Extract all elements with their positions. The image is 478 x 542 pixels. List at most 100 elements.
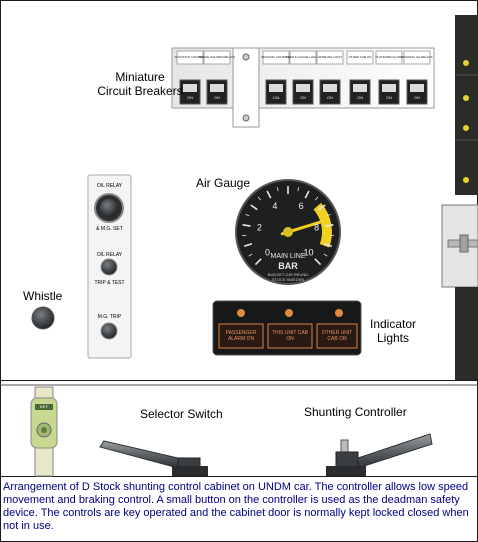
breaker-rating: ON bbox=[300, 95, 306, 100]
gauge-tick bbox=[245, 214, 250, 217]
gauge-tick bbox=[248, 253, 253, 257]
rail-lamp bbox=[463, 125, 469, 131]
gauge-tick bbox=[254, 258, 262, 266]
indicator-text-other-unit: OTHER UNIT CAB ON bbox=[321, 330, 353, 342]
mcb-label-line2: Circuit Breakers bbox=[97, 84, 183, 98]
gauge-title: MAIN LINE bbox=[270, 253, 306, 260]
gauge-hub bbox=[283, 227, 293, 237]
gauge-maker-line1: BUDGET-GIR REUND bbox=[267, 272, 309, 277]
ol-relay-top-text: O/L RELAY bbox=[96, 183, 123, 189]
gauge-tick bbox=[318, 204, 326, 211]
selector-plate-text: KEY bbox=[39, 404, 48, 409]
door-edge-rail-lower bbox=[455, 287, 478, 380]
breaker-label: BRAKING HH RELAYS bbox=[401, 55, 432, 59]
circuit-breaker[interactable]: STABLING LIGHT ON bbox=[316, 50, 344, 105]
breaker-toggle[interactable] bbox=[210, 84, 224, 92]
circuit-breaker[interactable]: FEED & GAUGE LIGHTS ON bbox=[286, 50, 320, 105]
gauge-unit: BAR bbox=[278, 261, 298, 271]
rail-lamp bbox=[463, 60, 469, 66]
breaker-toggle[interactable] bbox=[382, 84, 396, 92]
indicator-label-other-unit bbox=[316, 323, 358, 349]
breaker-label-plate bbox=[203, 50, 231, 65]
ol-relay-mid-text: O/L RELAY bbox=[96, 252, 123, 258]
trip-test-button[interactable] bbox=[100, 258, 118, 276]
mcb-label-line1: Miniature bbox=[115, 70, 165, 84]
breaker-rating: ON bbox=[357, 95, 363, 100]
mcb-label: Miniature Circuit Breakers bbox=[80, 70, 200, 98]
gauge-tick bbox=[314, 258, 322, 266]
indicator-label-passenger-alarm bbox=[218, 323, 264, 349]
gauge-number: 8 bbox=[314, 222, 319, 232]
breaker-label-plate bbox=[289, 50, 317, 65]
gauge-maker-line2: STOCK SWEDEN bbox=[271, 277, 305, 282]
gauge-number: 4 bbox=[272, 201, 277, 211]
circuit-breaker[interactable]: BRAKE HOLDER RELAYS ON bbox=[199, 50, 235, 105]
door-edge-rail bbox=[455, 15, 478, 195]
breaker-label-plate bbox=[375, 50, 403, 65]
cabinet-lower-panel bbox=[0, 380, 478, 477]
rail-lamp bbox=[463, 177, 469, 183]
air-gauge-label: Air Gauge bbox=[196, 176, 251, 190]
gauge-tick bbox=[257, 196, 262, 201]
indicator-label-line2: Lights bbox=[376, 331, 410, 345]
gauge-tick bbox=[326, 214, 331, 217]
selector-key-switch[interactable] bbox=[30, 386, 58, 477]
mg-trip-text: M.G. TRIP bbox=[97, 314, 122, 320]
indicator-text-this-unit: THIS UNIT CAB ON bbox=[271, 330, 309, 342]
mg-set-text: & M.G. SET bbox=[96, 226, 123, 232]
trip-test-text: TRIP & TEST bbox=[94, 280, 125, 286]
circuit-breaker[interactable]: BRAKING CONTROL 10A bbox=[261, 50, 291, 105]
breaker-label-plate bbox=[346, 50, 374, 65]
gauge-tick bbox=[323, 242, 332, 247]
breaker-label-plate bbox=[316, 50, 344, 65]
gauge-tick bbox=[250, 204, 258, 211]
gauge-tick bbox=[314, 196, 319, 201]
circuit-breaker[interactable]: BRAKING HH RELAYS ON bbox=[401, 50, 433, 105]
breaker-rating: ON bbox=[214, 95, 220, 100]
breaker-toggle[interactable] bbox=[323, 84, 337, 92]
breaker-label: PLATFORM CLOSE bbox=[375, 55, 402, 59]
breaker-label: FEED & GAUGE LIGHTS bbox=[286, 55, 320, 59]
indicator-lamp-other-unit bbox=[335, 309, 343, 317]
gauge-tick bbox=[276, 187, 279, 192]
breaker-toggle[interactable] bbox=[353, 84, 367, 92]
breaker-toggle[interactable] bbox=[296, 84, 310, 92]
breaker-rating: ON bbox=[327, 95, 333, 100]
whistle-button[interactable] bbox=[31, 306, 55, 330]
mg-trip-button[interactable] bbox=[100, 322, 118, 340]
breaker-label: BRAKE HOLDER RELAYS bbox=[199, 55, 235, 59]
breaker-toggle[interactable] bbox=[269, 84, 283, 92]
whistle-label: Whistle bbox=[23, 289, 63, 303]
breaker-label-plate bbox=[176, 50, 204, 65]
breaker-rating: 10A bbox=[272, 95, 279, 100]
breaker-label: STABLING LIGHT bbox=[318, 55, 342, 59]
air-gauge bbox=[235, 179, 341, 285]
indicator-label-this-unit bbox=[267, 323, 313, 349]
gauge-number: 0 bbox=[265, 248, 270, 258]
shunting-controller-label: Shunting Controller bbox=[304, 405, 407, 419]
gauge-number: 6 bbox=[299, 201, 304, 211]
gauge-tick bbox=[297, 187, 300, 192]
gauge-tick bbox=[323, 253, 328, 257]
shunting-controller-handle[interactable] bbox=[326, 433, 433, 476]
breaker-label: BRAKING CONTROL bbox=[261, 55, 290, 59]
breaker-bracket bbox=[232, 47, 260, 128]
indicator-lamp-this-unit bbox=[285, 309, 293, 317]
breaker-label-plate bbox=[403, 50, 431, 65]
rail-lamp bbox=[463, 95, 469, 101]
breaker-toggle[interactable] bbox=[183, 84, 197, 92]
gauge-tick bbox=[325, 224, 334, 227]
selector-switch-handle[interactable] bbox=[99, 440, 208, 476]
breaker-toggle[interactable] bbox=[410, 84, 424, 92]
indicator-lights-label: Indicator Lights bbox=[360, 317, 426, 345]
indicator-label-line1: Indicator bbox=[369, 317, 417, 331]
gauge-number: 10 bbox=[303, 248, 313, 258]
breaker-rating: ON bbox=[414, 95, 420, 100]
figure-caption: Arrangement of D Stock shunting control … bbox=[3, 481, 469, 532]
gauge-tick bbox=[244, 242, 253, 247]
